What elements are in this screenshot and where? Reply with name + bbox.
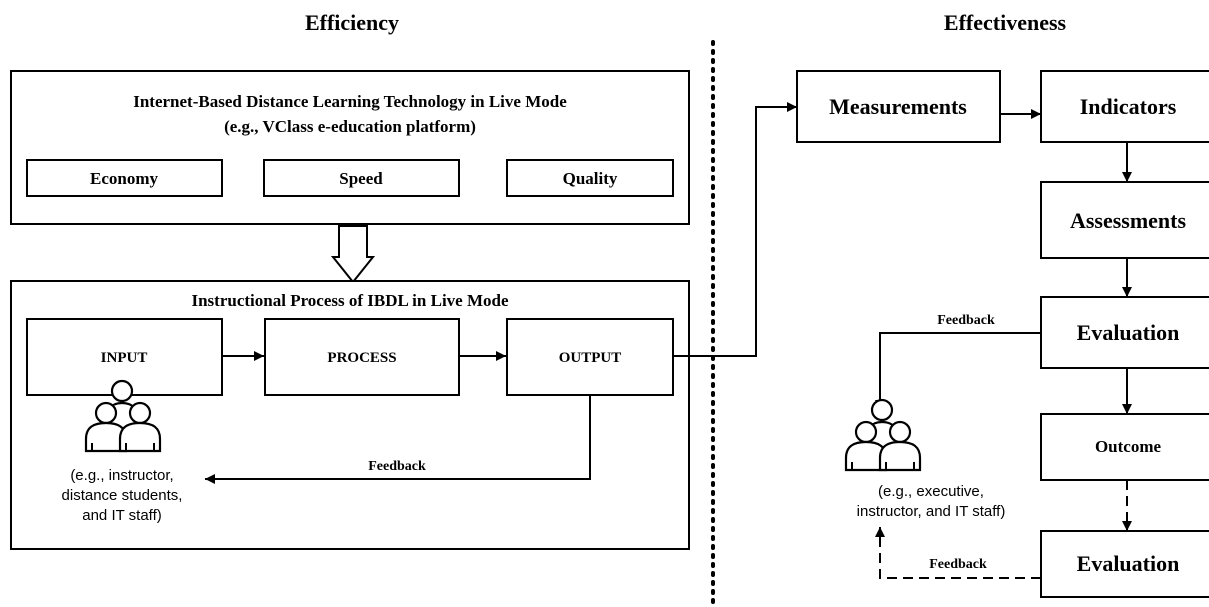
- stakeholders-icon: [844, 398, 922, 472]
- process-box-title: Instructional Process of IBDL in Live Mo…: [191, 291, 508, 310]
- evaluation-label-1: Evaluation: [1077, 320, 1180, 345]
- process-people-line2: distance students,: [62, 487, 183, 504]
- evaluation-feedback-label: Feedback: [937, 313, 995, 328]
- indicators-box: [1040, 70, 1209, 143]
- output-label: OUTPUT: [559, 350, 622, 366]
- measurements-box: [796, 70, 1001, 143]
- economy-box: [26, 159, 223, 197]
- evaluation-label-2: Evaluation: [1077, 551, 1180, 576]
- instructional-process-box: Instructional Process of IBDL in Live Mo…: [10, 280, 690, 550]
- process-feedback-label: Feedback: [368, 459, 426, 474]
- output-feedback-arrow: [205, 395, 591, 484]
- outcome-label: Outcome: [1095, 437, 1162, 456]
- process-label: PROCESS: [327, 350, 396, 366]
- process-box: [264, 318, 460, 396]
- assessments-label: Assessments: [1070, 208, 1187, 233]
- indicators-label: Indicators: [1080, 94, 1177, 119]
- speed-box: [263, 159, 460, 197]
- process-people-line3: and IT staff): [82, 507, 162, 524]
- technology-box: Internet-Based Distance Learning Technol…: [10, 70, 690, 225]
- effectiveness-people-line2: instructor, and IT staff): [857, 503, 1006, 520]
- evaluation-box-1: [1040, 296, 1209, 369]
- technology-title: Internet-Based Distance Learning Technol…: [133, 92, 567, 111]
- hollow-down-arrow: [330, 225, 376, 284]
- evaluation2-feedback-label: Feedback: [929, 557, 987, 572]
- evaluation2-feedback-arrow: [875, 527, 1041, 579]
- effectiveness-people-line1: (e.g., executive,: [878, 483, 984, 500]
- quality-label: Quality: [563, 169, 618, 188]
- speed-label: Speed: [339, 169, 383, 188]
- assessments-box: [1040, 181, 1209, 259]
- process-people-line1: (e.g., instructor,: [70, 467, 173, 484]
- evaluation-feedback-arrow: [875, 332, 1041, 410]
- output-box: [506, 318, 674, 396]
- evaluation-box-2: [1040, 530, 1209, 598]
- quality-box: [506, 159, 674, 197]
- effectiveness-header: Effectiveness: [944, 10, 1067, 35]
- outcome-box: [1040, 413, 1209, 481]
- technology-subtitle: (e.g., VClass e-education platform): [224, 117, 476, 136]
- efficiency-header: Efficiency: [305, 10, 399, 35]
- output-to-measurements-arrow: [673, 102, 797, 357]
- measurements-label: Measurements: [829, 94, 967, 119]
- input-label: INPUT: [101, 350, 148, 366]
- economy-label: Economy: [90, 169, 159, 188]
